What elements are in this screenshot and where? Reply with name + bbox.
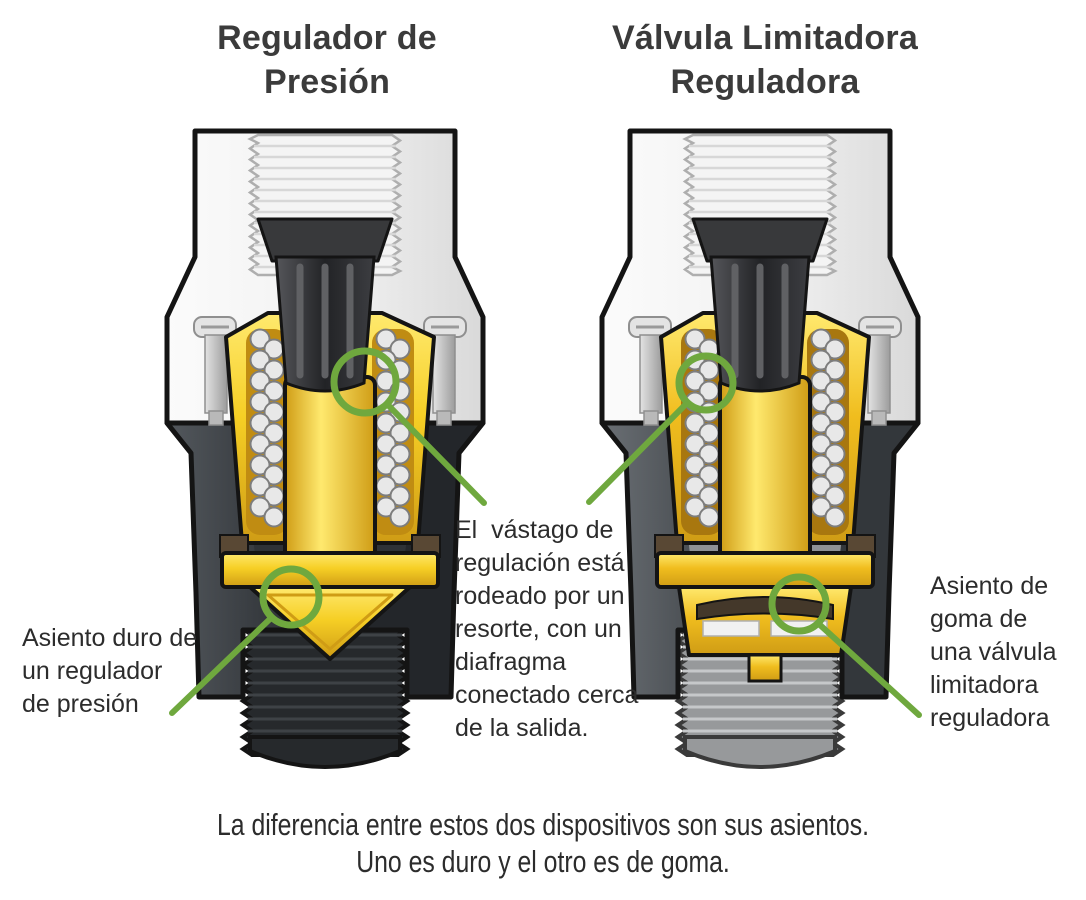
stem-spring-label-line: regulación está bbox=[455, 549, 625, 577]
bottom-caption-line1: La diferencia entre estos dos dispositiv… bbox=[216, 807, 870, 842]
stem-spring-label-line: de la salida. bbox=[455, 714, 589, 742]
stem-spring-label-line: rodeado por un bbox=[455, 582, 625, 610]
stem-spring-label-line: El vástago de bbox=[455, 516, 614, 544]
left-valve-title-line2: Presión bbox=[263, 63, 391, 101]
hard-seat-label-line: de presión bbox=[22, 690, 139, 718]
hard-seat-label-line: un regulador bbox=[22, 657, 163, 685]
stem-spring-label-line: diafragma bbox=[455, 648, 567, 676]
right-valve-title-line2: Reguladora bbox=[670, 63, 860, 101]
rubber-seat-label-line: Asiento de bbox=[930, 572, 1049, 600]
stem-spring-label: El vástago de regulación está rodeado po… bbox=[455, 514, 638, 745]
right-valve-title: Válvula Limitadora Reguladora bbox=[550, 16, 980, 104]
left-valve-title: Regulador de Presión bbox=[112, 16, 542, 104]
stem-spring-label-line: conectado cerca bbox=[455, 681, 639, 709]
hard-seat-label: Asiento duro de un regulador de presión bbox=[22, 622, 197, 721]
hard-seat-label-line: Asiento duro de bbox=[22, 624, 198, 652]
rubber-seat-label-line: reguladora bbox=[930, 704, 1050, 732]
bottom-caption-line2: Uno es duro y el otro es de goma. bbox=[356, 844, 730, 879]
rubber-seat-label-line: goma de bbox=[930, 605, 1028, 633]
left-valve-title-line1: Regulador de bbox=[217, 19, 437, 57]
rubber-seat-label-line: limitadora bbox=[930, 671, 1039, 699]
stem-spring-label-line: resorte, con un bbox=[455, 615, 622, 643]
right-valve-title-line1: Válvula Limitadora bbox=[612, 19, 918, 57]
bottom-caption: La diferencia entre estos dos dispositiv… bbox=[0, 806, 1086, 880]
rubber-seat-label-line: una válvula bbox=[930, 638, 1057, 666]
rubber-seat-label: Asiento de goma de una válvula limitador… bbox=[930, 570, 1056, 735]
